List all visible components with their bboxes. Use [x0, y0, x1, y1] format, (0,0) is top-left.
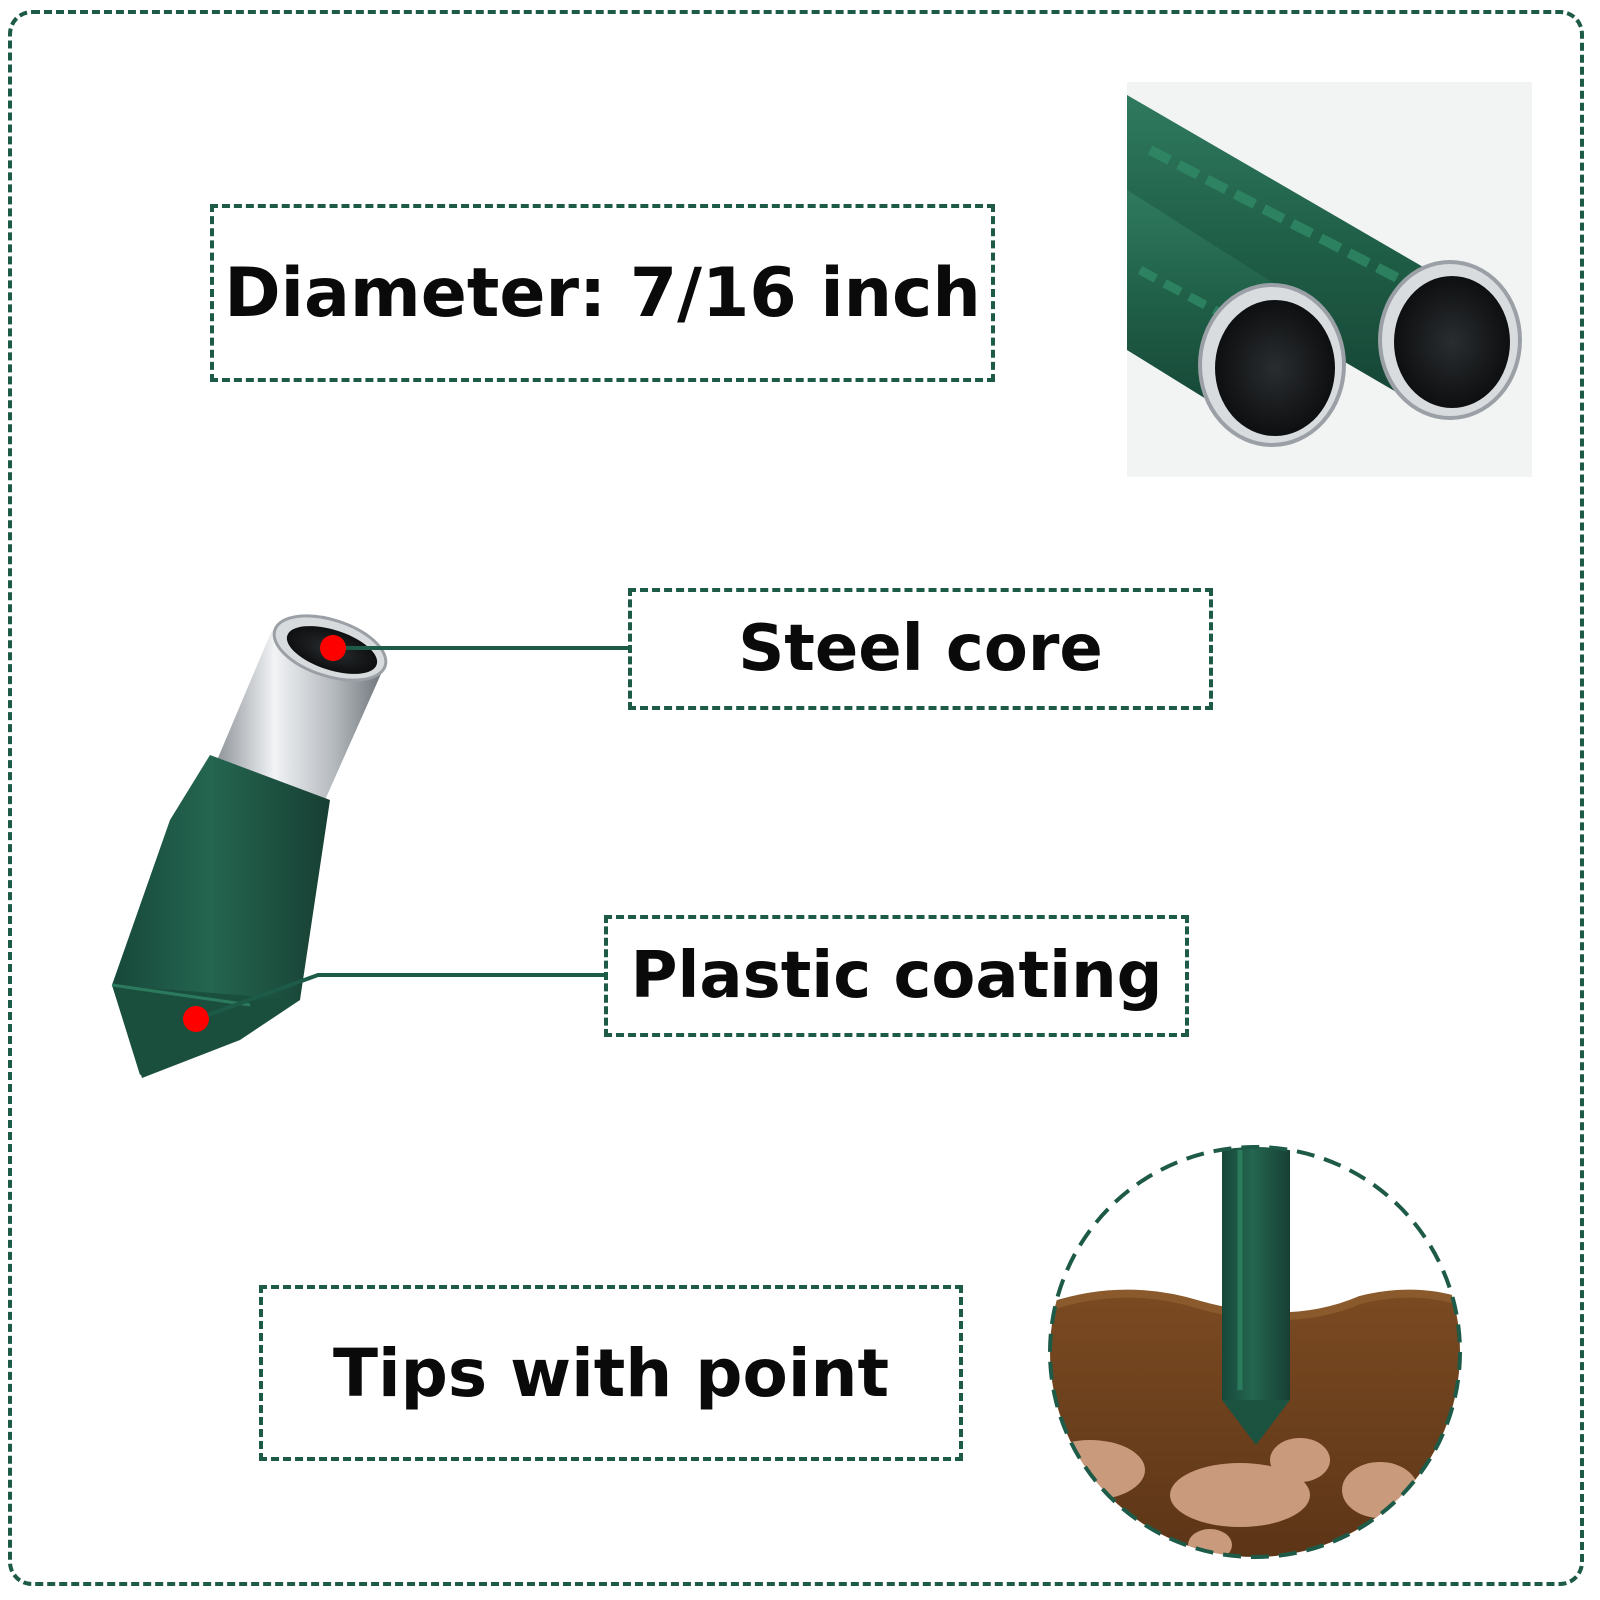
steel-core-label-box: Steel core — [628, 588, 1213, 710]
plastic-coating-marker — [183, 1006, 209, 1032]
diameter-label: Diameter: 7/16 inch — [224, 253, 981, 333]
tubes-photo — [1127, 82, 1532, 477]
plastic-coating-callout-line — [207, 973, 606, 1017]
tips-with-point-label: Tips with point — [332, 1334, 889, 1412]
stake-tip-illustration — [111, 614, 388, 1078]
diameter-label-box: Diameter: 7/16 inch — [210, 204, 995, 382]
outer-dashed-frame — [8, 10, 1584, 1586]
plastic-coating-label-box: Plastic coating — [604, 915, 1189, 1037]
steel-core-marker — [320, 635, 346, 661]
steel-core-label: Steel core — [738, 612, 1103, 686]
tips-label-box: Tips with point — [259, 1285, 963, 1461]
plastic-coating-label: Plastic coating — [630, 939, 1163, 1013]
soil-circle-illustration — [1048, 1145, 1462, 1559]
